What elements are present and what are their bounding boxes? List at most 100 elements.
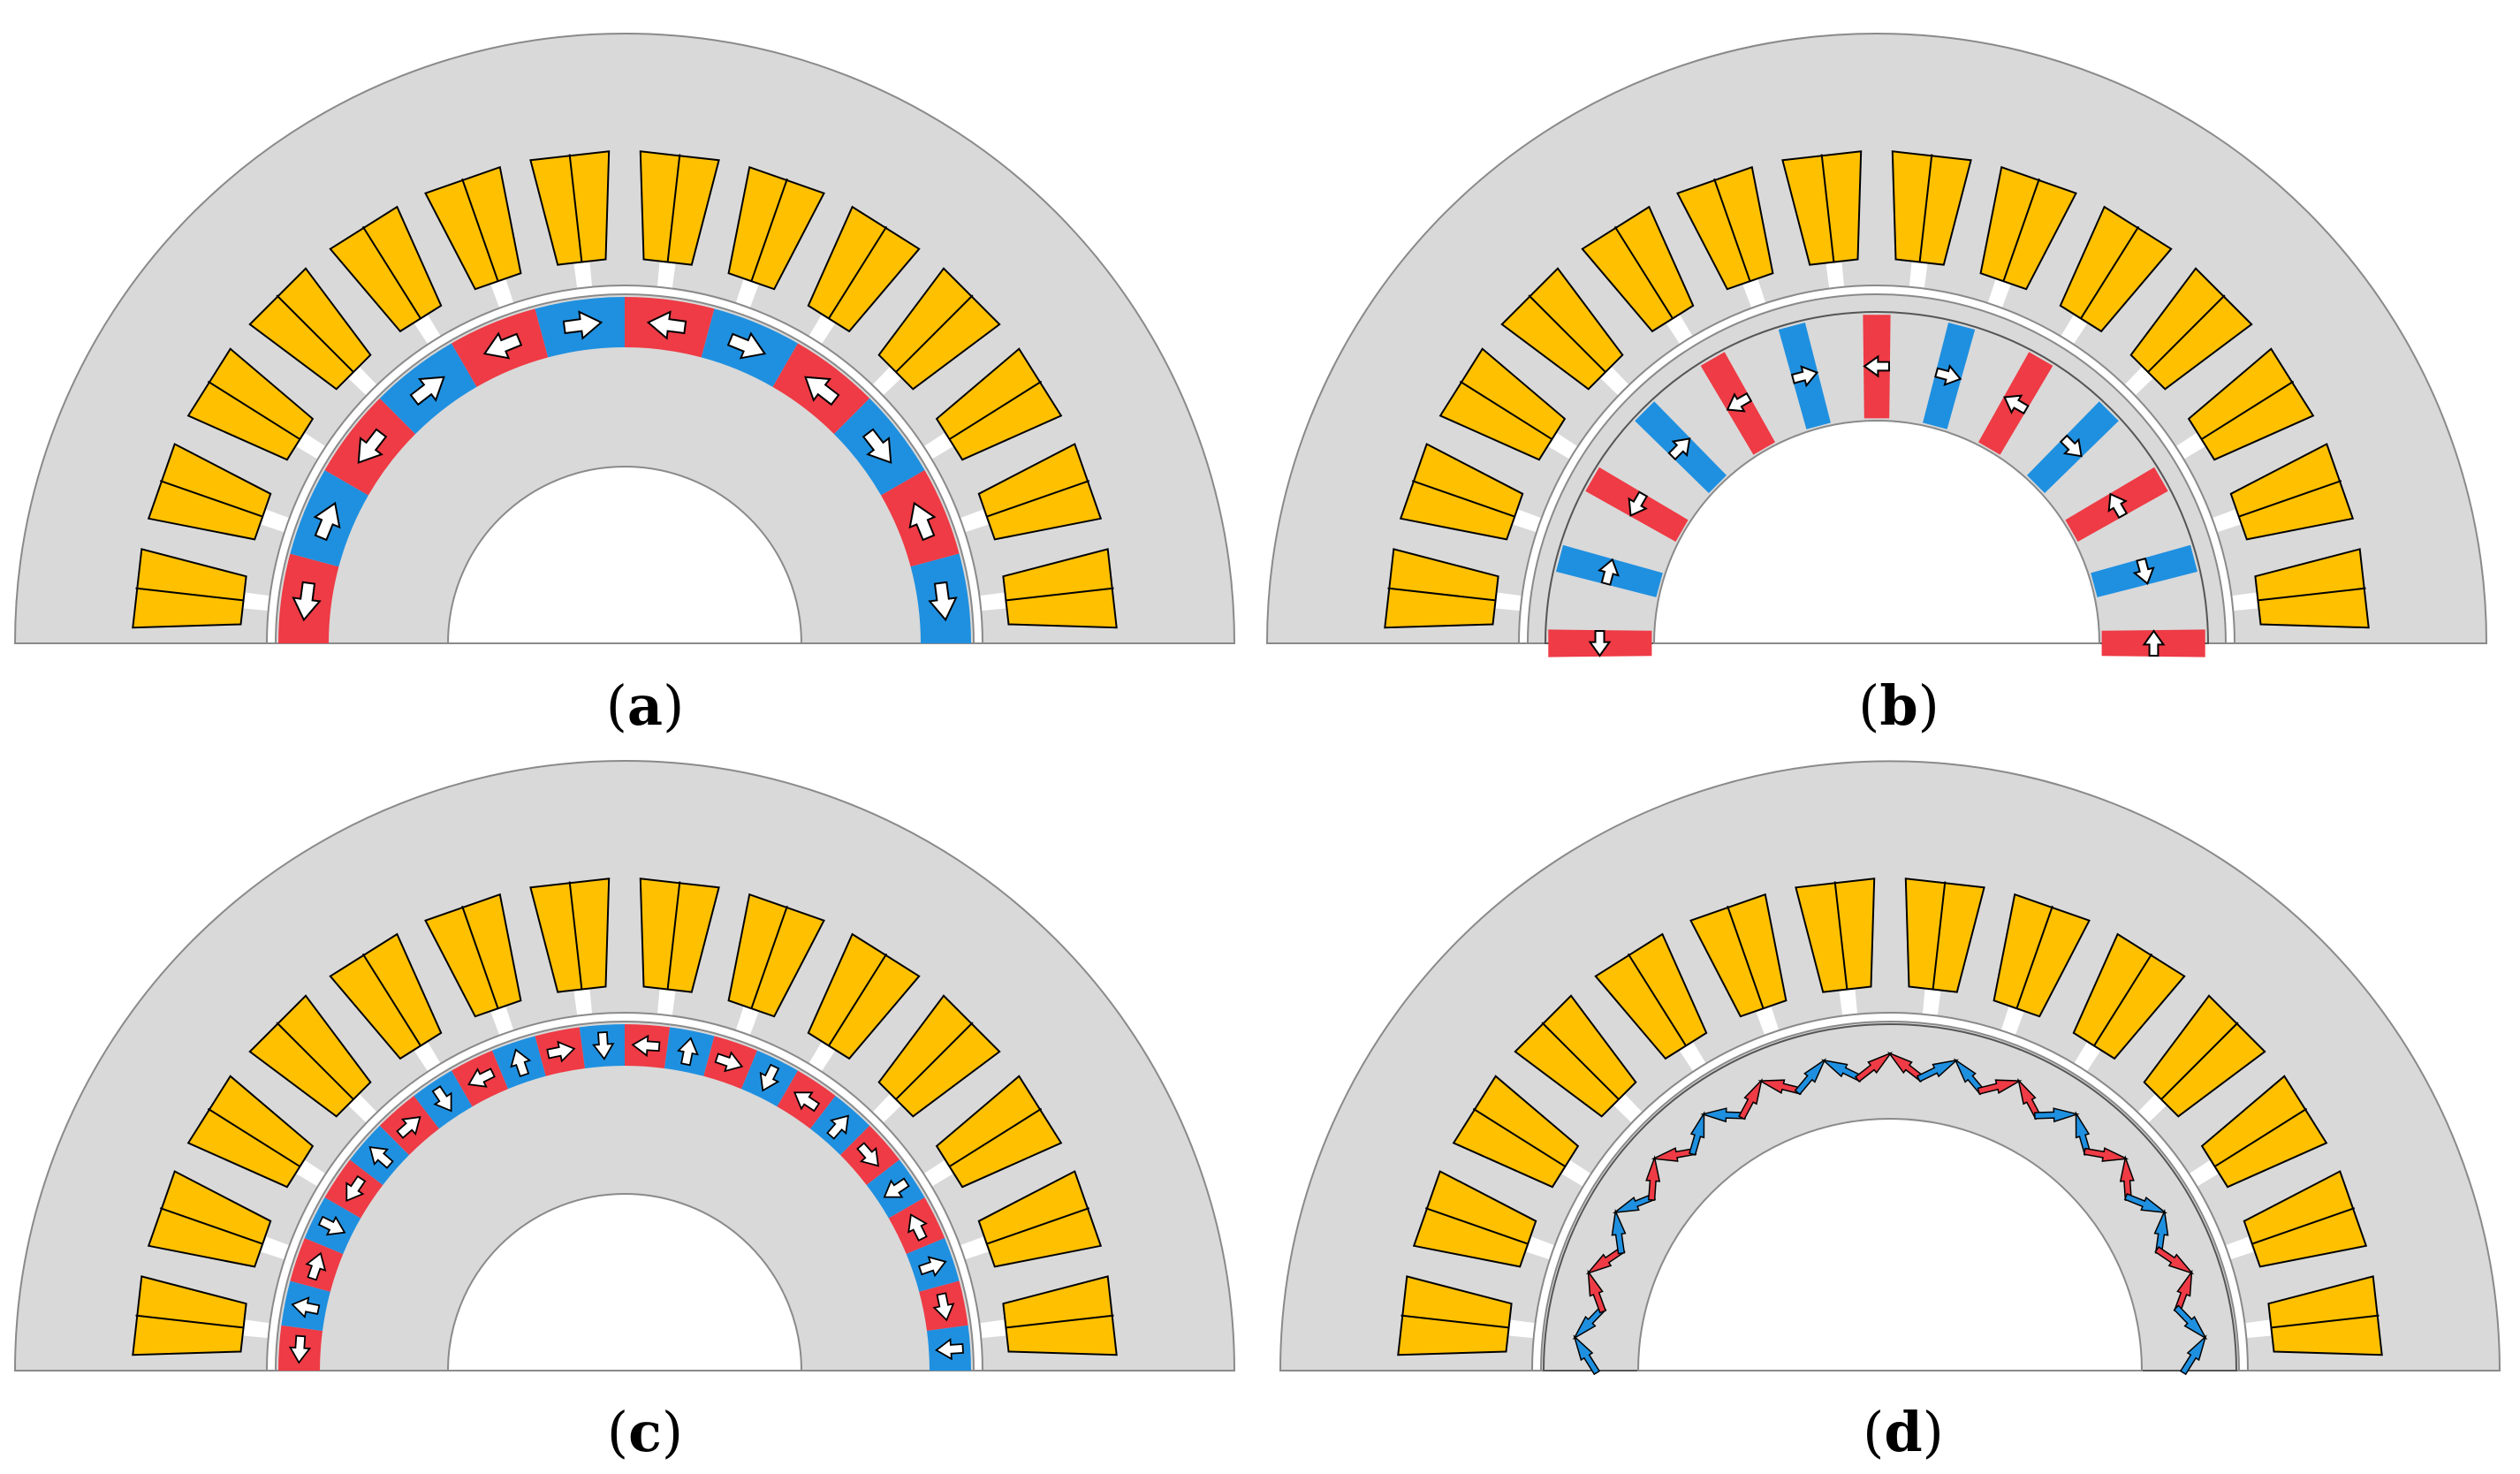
b-coil-divider-6 [1713,178,1751,281]
c-magnetization-arrow-19 [856,1142,879,1167]
d-coil-divider-13 [2252,1207,2356,1245]
b-coil-divider-8 [1918,154,1933,262]
b-coil-divider-2 [1411,480,1514,518]
panel-d [1279,760,2501,1376]
a-coil-divider-1 [135,587,243,602]
a-magnetization-arrow-6 [562,310,603,340]
a-slot-opening-14 [978,592,1006,612]
d-coil-divider-7 [1833,881,1848,989]
a-coil-slot-5 [329,205,443,333]
a-slot-opening-12 [922,433,953,460]
b-coil-divider-11 [2147,294,2226,373]
c-magnetization-arrow-20 [883,1177,910,1198]
caption-a: (a) [605,673,685,738]
b-coil-divider-12 [2201,380,2295,440]
c-slot-opening-6 [490,1007,514,1037]
c-coil-slot-5 [329,932,443,1060]
c-coil-divider-3 [207,1107,300,1167]
d-coil-divider-4 [1541,1022,1620,1100]
a-slot-opening-1 [243,592,271,612]
b-shaft-hole [1652,420,2101,644]
c-coil-divider-11 [895,1022,974,1100]
a-magnetization-arrow-8 [726,331,767,360]
a-coil-slot-2 [147,443,272,541]
d-v-magnet-3 [1587,1269,1607,1314]
a-magnetization-arrow-2 [313,501,341,542]
c-magnetization-arrow-15 [714,1051,744,1073]
d-coil-slot-8 [1904,878,1985,993]
c-coil-divider-6 [461,905,499,1008]
c-slot-opening-5 [414,1042,442,1073]
b-slot-opening-11 [2123,367,2153,397]
d-v-magnet-5 [1611,1208,1627,1255]
b-coil-divider-3 [1459,380,1552,440]
c-coil-divider-2 [159,1207,262,1245]
d-slot-opening-6 [1756,1007,1780,1037]
c-magnetization-arrow-1 [288,1334,312,1364]
a-magnetization-arrow-4 [409,376,445,406]
b-coil-divider-10 [2080,225,2140,319]
d-slot-opening-4 [1613,1094,1643,1124]
d-v-magnet-23 [2083,1147,2129,1162]
a-coil-divider-8 [666,154,681,262]
a-shaft-hole [446,466,803,644]
d-shaft-hole [1636,1118,2144,1371]
c-magnetization-arrow-4 [317,1215,346,1236]
b-coil-slot-8 [1891,150,1972,266]
d-slot-opening-1 [1508,1319,1537,1339]
a-slot-opening-13 [959,509,989,533]
d-coil-slot-14 [2267,1275,2383,1356]
b-coil-slot-3 [1438,347,1567,461]
d-v-magnet-7 [1645,1155,1661,1201]
a-magnetization-arrow-11 [908,501,937,542]
c-magnetization-arrow-2 [291,1296,321,1319]
a-slot-opening-11 [871,367,901,397]
a-magnetization-arrow-10 [862,428,892,464]
c-slot-opening-11 [871,1094,901,1124]
c-coil-slot-13 [977,1170,1103,1268]
a-slot-opening-10 [808,315,835,346]
c-coil-divider-5 [361,953,421,1046]
d-coil-slot-12 [2200,1075,2328,1189]
caption-b: (b) [1858,673,1939,738]
c-coil-divider-9 [750,905,788,1008]
d-slot-opening-14 [2243,1319,2272,1339]
d-slot-opening-7 [1839,989,1858,1017]
c-coil-divider-14 [1006,1314,1114,1329]
b-slot-opening-3 [1548,433,1579,460]
a-slot-opening-9 [735,279,759,309]
a-magnetization-arrow-3 [357,428,388,464]
d-coil-divider-3 [1472,1107,1566,1167]
c-coil-divider-1 [135,1314,243,1329]
a-coil-divider-14 [1006,587,1114,602]
b-coil-divider-14 [2258,587,2366,602]
b-magnetization-arrow-8 [1934,364,1962,387]
c-magnetization-arrow-24 [935,1338,964,1361]
c-coil-slot-3 [186,1075,315,1189]
c-magnetization-arrow-16 [759,1063,780,1092]
c-coil-slot-8 [639,878,720,993]
a-magnetization-arrow-7 [646,310,687,340]
caption-c-letter: c [628,1400,662,1464]
caption-b-letter: b [1879,673,1918,738]
a-coil-divider-10 [828,225,888,319]
b-magnetization-arrow-9 [2003,394,2030,415]
d-slot-opening-10 [2073,1042,2100,1073]
d-coil-slot-3 [1452,1075,1580,1189]
b-magnetization-arrow-4 [1667,437,1691,461]
c-magnetization-arrow-21 [907,1213,928,1242]
d-v-magnet-29 [2173,1304,2208,1341]
b-slot-opening-14 [2230,592,2258,612]
b-coil-slot-10 [2059,205,2173,333]
a-coil-divider-9 [750,178,788,281]
a-coil-divider-4 [276,294,354,373]
c-slot-opening-12 [922,1160,953,1188]
d-v-magnet-30 [2179,1334,2207,1376]
c-coil-divider-10 [828,953,888,1046]
a-magnetization-arrow-12 [928,581,958,622]
c-magnetization-arrow-10 [510,1048,532,1078]
a-coil-slot-10 [807,205,921,333]
d-coil-divider-5 [1627,953,1687,1046]
b-slot-opening-9 [1987,279,2011,309]
